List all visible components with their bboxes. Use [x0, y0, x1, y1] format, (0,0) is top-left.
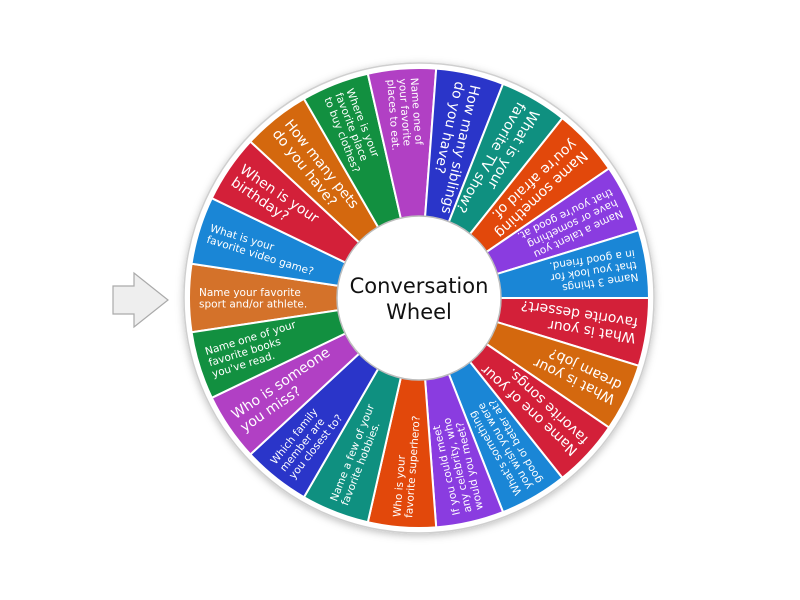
wheel-title-line2: Wheel	[386, 300, 452, 324]
segment-label-line: Name one of	[408, 77, 425, 145]
segment-label-line: Who is your	[391, 454, 408, 518]
pointer-arrow	[112, 271, 169, 329]
wheel-hub[interactable]	[336, 215, 502, 381]
segment-label-line: your favorite	[396, 78, 413, 146]
segment-label-line: sport and/or athlete.	[199, 299, 307, 311]
segment-label-line: Name your favorite	[199, 287, 301, 299]
arrow-right-icon	[112, 271, 169, 329]
wheel-title-line1: Conversation	[350, 274, 489, 298]
segment-label-line: places to eat.	[384, 79, 401, 151]
